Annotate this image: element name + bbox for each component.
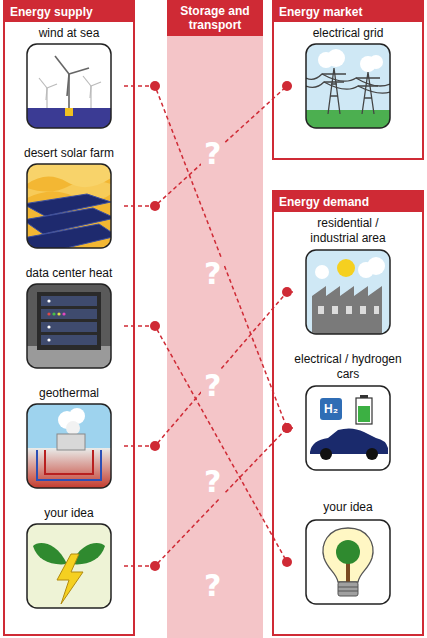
connector-dot bbox=[282, 423, 292, 433]
item-label: geothermal bbox=[14, 386, 124, 401]
idea-demand-icon bbox=[306, 520, 390, 604]
item-label: your idea bbox=[293, 500, 403, 515]
item-label: wind at sea bbox=[14, 26, 124, 41]
item-label: your idea bbox=[14, 506, 124, 521]
dashed-connector bbox=[124, 326, 293, 562]
cars-icon bbox=[306, 386, 390, 470]
panel-heading: Energy supply bbox=[5, 2, 133, 22]
industrial-icon bbox=[306, 250, 390, 334]
item-label: electrical / hydrogen cars bbox=[293, 352, 403, 382]
dashed-connector bbox=[124, 86, 293, 428]
demand-panel: Energy demand residential / industrial ar… bbox=[272, 190, 424, 636]
dashed-connector bbox=[124, 292, 293, 446]
item-label: electrical grid bbox=[293, 26, 403, 41]
supply-item: your idea bbox=[14, 506, 124, 608]
panel-heading: Storage and transport bbox=[167, 0, 263, 36]
dashed-connector bbox=[124, 428, 293, 566]
supply-item: data center heat bbox=[14, 266, 124, 368]
item-label: data center heat bbox=[14, 266, 124, 281]
question-mark: ? bbox=[201, 466, 224, 498]
hydrogen-badge: H₂ bbox=[320, 398, 342, 420]
connector-dot bbox=[150, 321, 160, 331]
geothermal-icon bbox=[27, 404, 111, 488]
question-mark: ? bbox=[201, 570, 224, 602]
panel-heading: Energy market bbox=[274, 2, 422, 22]
connector-dot bbox=[150, 441, 160, 451]
market-item: electrical grid bbox=[293, 26, 403, 128]
storage-band: Storage and transport bbox=[167, 0, 263, 638]
supply-item: desert solar farm bbox=[14, 146, 124, 248]
connector-dot bbox=[282, 81, 292, 91]
market-panel: Energy market electrical grid bbox=[272, 0, 424, 160]
demand-item: your idea bbox=[293, 500, 403, 604]
item-label: desert solar farm bbox=[14, 146, 124, 161]
storage-band-ground bbox=[167, 0, 263, 638]
solar-icon bbox=[23, 164, 117, 254]
supply-item: geothermal bbox=[14, 386, 124, 488]
question-mark: ? bbox=[201, 138, 224, 170]
dashed-connector bbox=[124, 86, 293, 206]
item-label: residential / industrial area bbox=[293, 216, 403, 246]
panel-heading: Energy demand bbox=[274, 192, 422, 212]
connector-dot bbox=[282, 423, 292, 433]
demand-item: electrical / hydrogen cars bbox=[293, 352, 403, 470]
wind-icon bbox=[27, 44, 111, 128]
connector-dot bbox=[282, 287, 292, 297]
connector-dot bbox=[282, 557, 292, 567]
demand-item: residential / industrial area bbox=[293, 216, 403, 334]
connector-dot bbox=[150, 201, 160, 211]
supply-item: wind at sea bbox=[14, 26, 124, 128]
grid-icon bbox=[306, 44, 390, 128]
question-mark: ? bbox=[201, 258, 224, 290]
idea-supply-icon bbox=[27, 524, 111, 608]
connector-dot bbox=[150, 561, 160, 571]
data-center-icon bbox=[27, 284, 111, 368]
connector-dot bbox=[150, 81, 160, 91]
supply-panel: Energy supply wind at sea desert solar far… bbox=[3, 0, 135, 636]
question-mark: ? bbox=[201, 370, 224, 402]
